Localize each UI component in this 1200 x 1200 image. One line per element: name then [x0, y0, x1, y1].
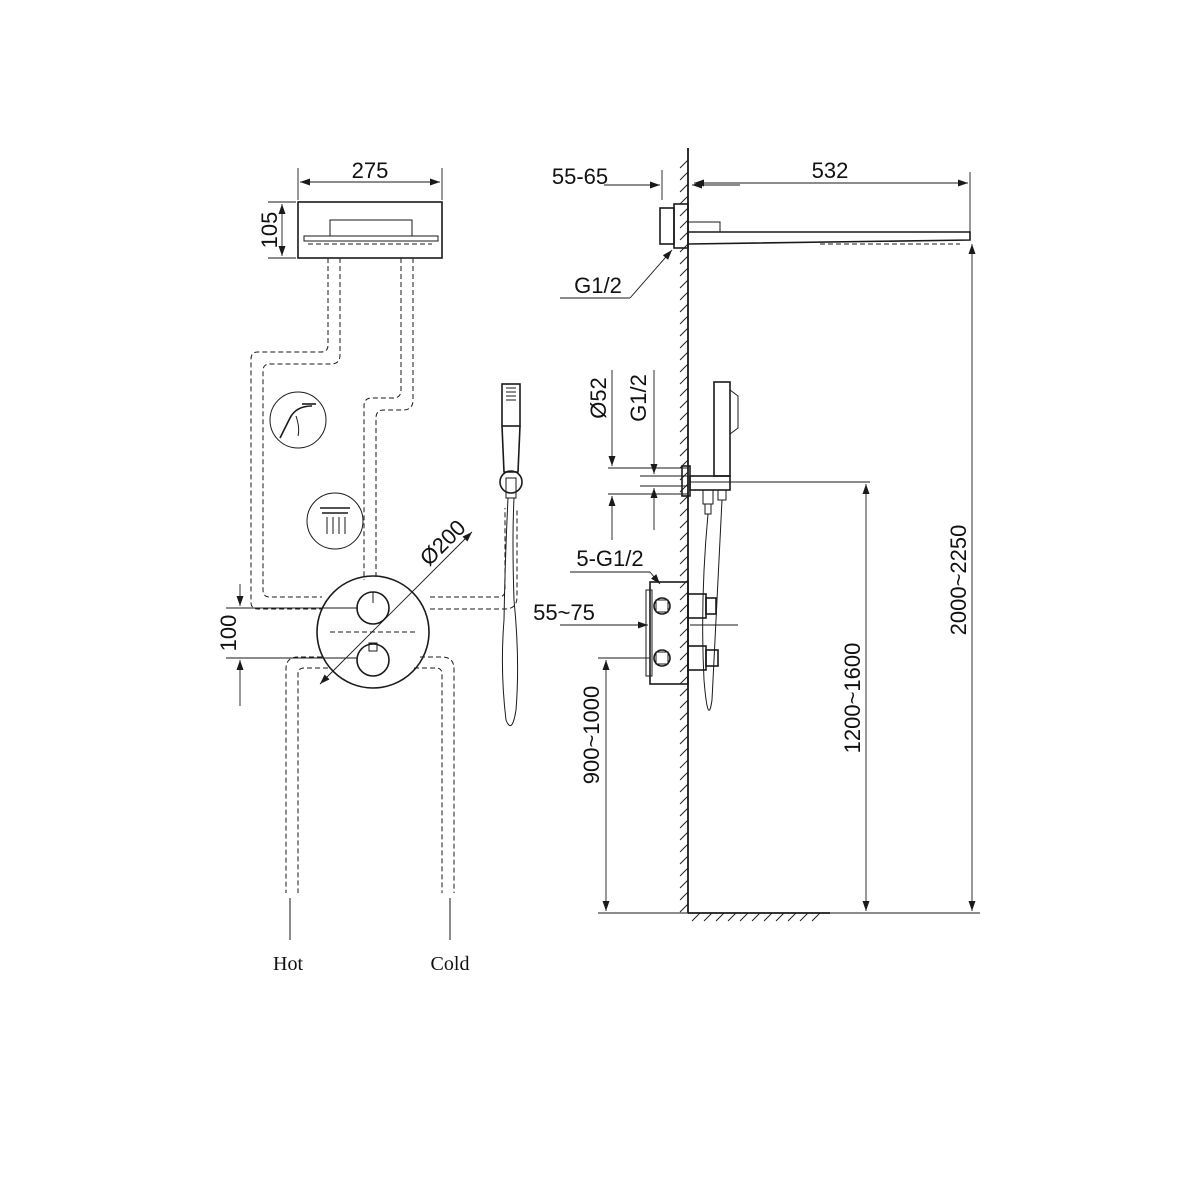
wall	[679, 148, 830, 922]
outlet-height-text: 1200~1600	[840, 643, 865, 754]
waterfall-spout-icon	[269, 391, 327, 449]
head-thread-text: G1/2	[574, 273, 622, 298]
cold-label: Cold	[431, 953, 470, 975]
body-height-text: 900~1000	[579, 686, 604, 785]
arm-length-dimension-text: 532	[812, 158, 849, 183]
arm-length-dimension: 532	[694, 158, 971, 232]
hand-shower-side	[681, 381, 739, 711]
wall-hatch	[679, 159, 821, 922]
outlet-height-dimension: 1200~1600	[688, 484, 980, 914]
wall-gap-dimension-text: 55-65	[552, 164, 608, 189]
hot-label: Hot	[273, 953, 303, 975]
hand-thread-text: G1/2	[626, 374, 651, 422]
diameter-dimension-text: Ø200	[415, 515, 471, 571]
concealed-pipes	[250, 258, 518, 893]
head-height-dimension: 2000~2250	[946, 244, 976, 911]
wall-gap-dimension: 55-65	[552, 164, 740, 200]
hand-dia-text: Ø52	[586, 377, 611, 419]
head-thread-callout: G1/2	[560, 249, 673, 299]
hand-thread-dimension: G1/2	[626, 370, 688, 530]
side-view: 55-65 532 G1/2 Ø52	[533, 148, 980, 922]
front-view: 275 105	[216, 158, 523, 975]
body-ports-callout: 5-G1/2	[570, 546, 661, 585]
diameter-dimension: Ø200	[319, 515, 473, 685]
spacing-dimension-text: 100	[216, 615, 241, 652]
spacing-dimension: 100	[216, 584, 358, 706]
shower-head-side	[659, 203, 971, 249]
shower-head-front	[297, 201, 443, 259]
body-depth-dimension: 55~75	[533, 600, 648, 629]
rain-shower-icon	[306, 492, 364, 550]
body-ports-text: 5-G1/2	[576, 546, 643, 571]
mixer-body-side	[645, 581, 738, 685]
head-height-text: 2000~2250	[946, 525, 971, 636]
height-dimension-text: 105	[257, 212, 282, 249]
width-dimension-text: 275	[352, 158, 389, 183]
body-height-dimension: 900~1000	[579, 657, 688, 914]
hand-shower-front	[499, 383, 523, 727]
hand-dia-dimension: Ø52	[586, 370, 688, 540]
mixer-plate	[316, 575, 430, 689]
height-dimension: 105	[257, 201, 296, 259]
width-dimension: 275	[297, 158, 443, 200]
body-depth-text: 55~75	[533, 600, 595, 625]
